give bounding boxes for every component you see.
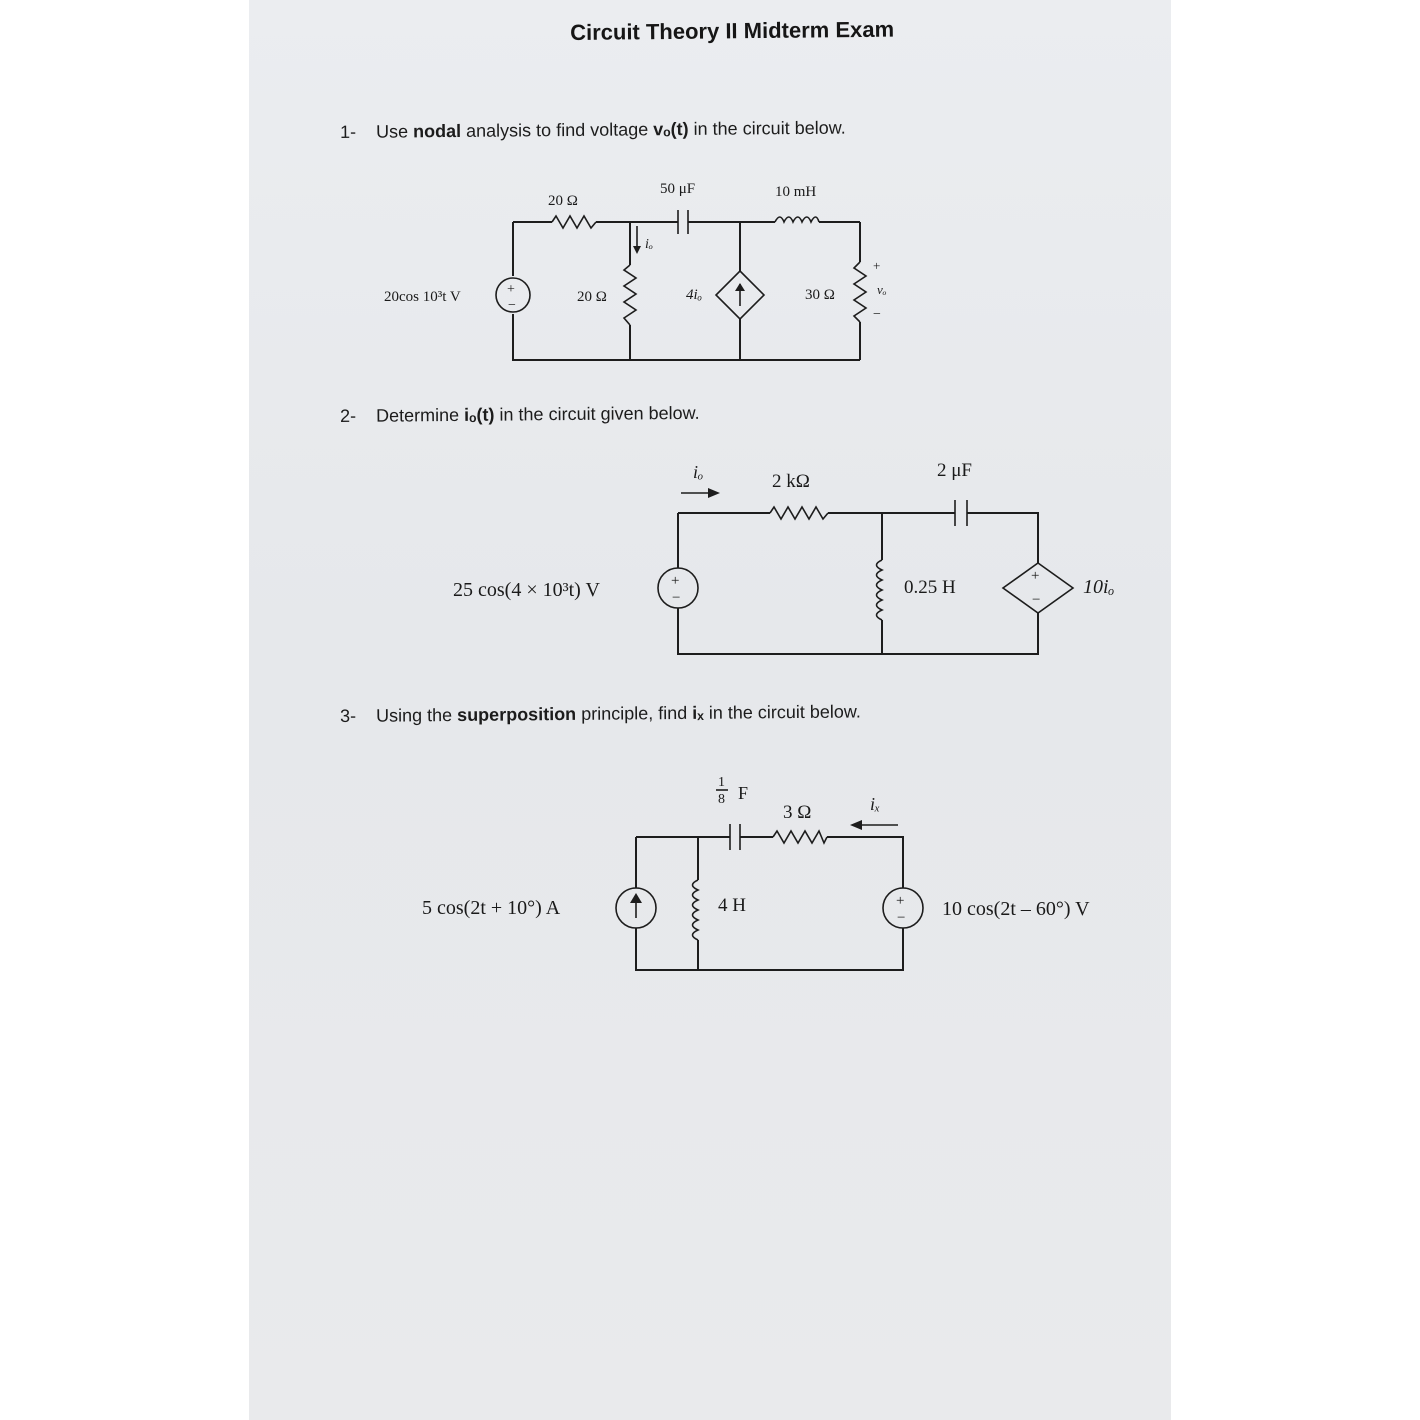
inductor-10mh bbox=[774, 216, 820, 224]
label-cap-num: 1 bbox=[718, 775, 725, 790]
label-current-source: 5 cos(2t + 10°) A bbox=[422, 897, 561, 919]
inductor-4h bbox=[691, 879, 700, 941]
circuit2-wires bbox=[677, 512, 1039, 655]
exam-paper bbox=[249, 0, 1171, 1420]
capacitor-50uf bbox=[677, 210, 689, 234]
label-voltage-source: 10 cos(2t – 60°) V bbox=[942, 898, 1090, 920]
resistor-20-shunt bbox=[622, 264, 638, 326]
label-r-2k: 2 kΩ bbox=[772, 471, 810, 492]
label-l-4h: 4 H bbox=[718, 895, 746, 916]
label-cap-den: 8 bbox=[718, 792, 725, 807]
dep2-plus: + bbox=[1031, 568, 1039, 584]
voltage-source-c3 bbox=[882, 887, 924, 929]
circuit-2: + − + − iₒ 2 kΩ 2 μF 25 cos(4 × 10³t) V … bbox=[453, 460, 1115, 655]
label-io-c2: iₒ bbox=[693, 462, 703, 482]
label-io: iₒ bbox=[645, 237, 653, 252]
bottom-wire bbox=[512, 222, 860, 361]
dependent-current-source-c1 bbox=[714, 269, 766, 321]
source-minus: − bbox=[508, 298, 516, 313]
circuit-1: + − 20 Ω 50 μF 10 mH 20cos 10³t V 20 Ω i… bbox=[384, 181, 887, 361]
io-arrow bbox=[633, 226, 641, 254]
label-capacitor: 50 μF bbox=[660, 181, 695, 197]
circuit3-wires bbox=[635, 836, 904, 971]
source3-minus: − bbox=[897, 910, 905, 926]
label-inductor: 10 mH bbox=[775, 184, 816, 200]
capacitor-2uf bbox=[954, 500, 968, 526]
vo-plus: + bbox=[873, 258, 880, 273]
voltage-source-c2 bbox=[657, 567, 699, 609]
label-r-shunt: 20 Ω bbox=[577, 289, 607, 305]
label-source: 20cos 10³t V bbox=[384, 289, 461, 305]
circuit-3: + − 1 8 F 3 Ω iₓ 5 cos(2t + 10°) A 4 H 1… bbox=[422, 775, 1090, 971]
ix-arrow bbox=[850, 820, 898, 830]
label-ix: iₓ bbox=[870, 794, 880, 814]
label-dep-source: 4iₒ bbox=[686, 287, 702, 303]
vo-minus: − bbox=[873, 307, 881, 322]
label-r-3: 3 Ω bbox=[783, 802, 811, 823]
label-source-c2: 25 cos(4 × 10³t) V bbox=[453, 579, 600, 601]
resistor-2k bbox=[769, 505, 829, 521]
source2-plus: + bbox=[671, 573, 679, 589]
label-r-load: 30 Ω bbox=[805, 287, 835, 303]
label-dep-c2: 10iₒ bbox=[1083, 576, 1115, 598]
capacitor-1-8f bbox=[729, 824, 741, 850]
label-vo: vₒ bbox=[877, 282, 887, 297]
source-plus: + bbox=[507, 282, 515, 297]
resistor-20-series bbox=[551, 214, 597, 230]
label-c-2uf: 2 μF bbox=[937, 460, 972, 481]
inductor-0-25h bbox=[875, 559, 884, 621]
resistor-30 bbox=[852, 261, 868, 323]
resistor-3 bbox=[772, 829, 828, 845]
dependent-voltage-source-c2 bbox=[1001, 562, 1075, 614]
source3-plus: + bbox=[896, 893, 904, 909]
io-arrow-c2 bbox=[681, 488, 720, 498]
dep2-minus: − bbox=[1032, 592, 1040, 608]
source2-minus: − bbox=[672, 590, 680, 606]
voltage-source-c1 bbox=[495, 277, 531, 313]
label-l-0-25h: 0.25 H bbox=[904, 577, 956, 598]
label-cap-unit: F bbox=[738, 783, 748, 803]
current-source-c3 bbox=[615, 887, 657, 929]
label-r-series: 20 Ω bbox=[548, 193, 578, 209]
